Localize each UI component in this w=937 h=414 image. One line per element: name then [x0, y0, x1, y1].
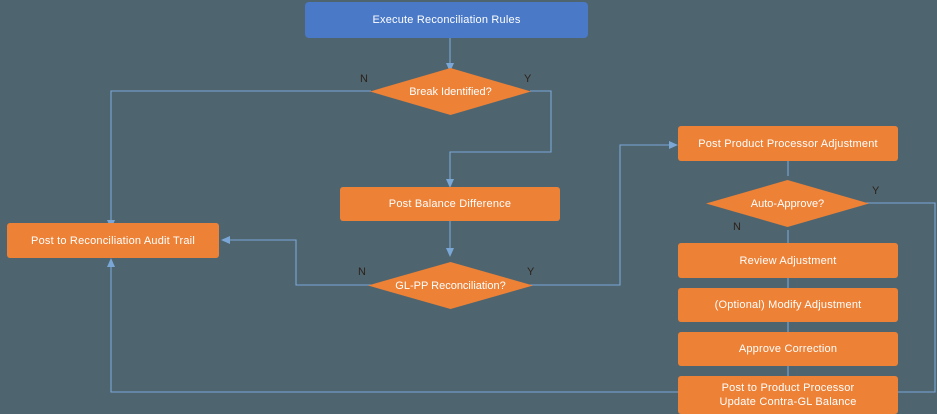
- arrow-postpp-to-audit: [107, 258, 115, 267]
- node-label: Post Product Processor Adjustment: [698, 137, 878, 150]
- node-label: Break Identified?: [409, 85, 492, 98]
- node-gl-pp-reconciliation[interactable]: GL-PP Reconciliation?: [368, 262, 533, 309]
- edge-label-break-no: N: [360, 73, 368, 85]
- node-post-to-product-processor-update-contra-gl[interactable]: Post to Product Processor Update Contra-…: [678, 376, 898, 414]
- node-post-to-reconciliation-audit-trail[interactable]: Post to Reconciliation Audit Trail: [7, 223, 219, 258]
- node-optional-modify-adjustment[interactable]: (Optional) Modify Adjustment: [678, 288, 898, 322]
- arrow-glpp-no: [221, 236, 230, 244]
- edge-label-break-yes: Y: [524, 73, 532, 85]
- node-label-line-2: Update Contra-GL Balance: [719, 396, 857, 408]
- node-break-identified[interactable]: Break Identified?: [370, 68, 531, 115]
- node-post-product-processor-adjustment[interactable]: Post Product Processor Adjustment: [678, 126, 898, 161]
- edge-label-auto-yes: Y: [872, 185, 880, 197]
- node-post-balance-difference[interactable]: Post Balance Difference: [340, 187, 560, 221]
- node-label: Execute Reconciliation Rules: [372, 14, 521, 26]
- edge-label-auto-no: N: [733, 221, 741, 233]
- arrow-balance-to-glpp: [446, 248, 454, 257]
- node-auto-approve[interactable]: Auto-Approve?: [706, 180, 869, 227]
- edge-postpp-to-audit: [110, 265, 679, 393]
- edge-glpp-yes: [530, 144, 671, 286]
- edge-glpp-no: [228, 239, 371, 286]
- node-review-adjustment[interactable]: Review Adjustment: [678, 243, 898, 278]
- arrow-execute-to-break: [446, 63, 454, 72]
- node-label: (Optional) Modify Adjustment: [714, 299, 862, 311]
- edge-break-yes: [449, 90, 552, 181]
- node-label: Approve Correction: [738, 343, 838, 355]
- arrow-break-yes: [446, 179, 454, 188]
- node-label: Post to Reconciliation Audit Trail: [31, 234, 195, 247]
- node-execute-reconciliation-rules[interactable]: Execute Reconciliation Rules: [305, 2, 588, 38]
- node-label-line-1: Post to Product Processor: [721, 382, 855, 394]
- node-label: Review Adjustment: [739, 254, 837, 267]
- edge-label-glpp-no: N: [358, 266, 366, 278]
- edge-break-no: [110, 90, 371, 222]
- node-label: GL-PP Reconciliation?: [395, 279, 506, 292]
- node-label: Auto-Approve?: [750, 197, 825, 210]
- arrow-glpp-yes: [669, 141, 678, 149]
- edge-label-glpp-yes: Y: [527, 266, 535, 278]
- node-label: Post Balance Difference: [388, 198, 512, 210]
- node-approve-correction[interactable]: Approve Correction: [678, 332, 898, 366]
- edge-auto-yes: [862, 202, 936, 393]
